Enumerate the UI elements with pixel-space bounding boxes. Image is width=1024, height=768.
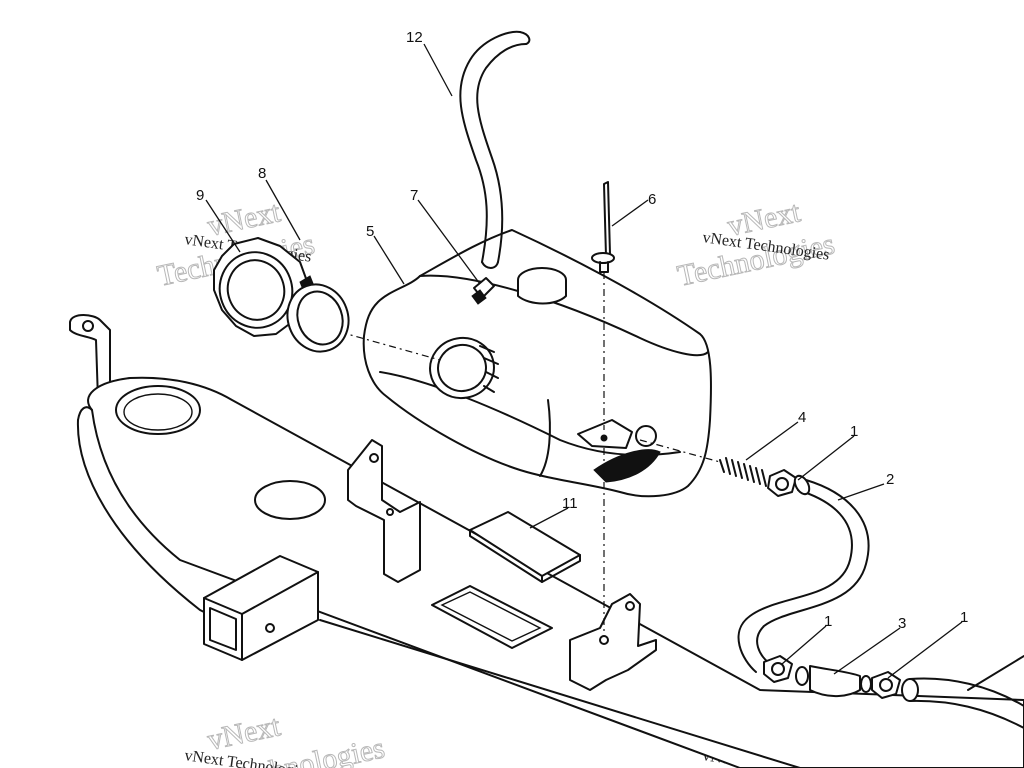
callout-6: 6	[648, 191, 656, 208]
vent-fitting	[471, 277, 495, 305]
fuel-cap	[213, 237, 315, 337]
cap-gasket	[286, 283, 350, 353]
centerline-cap	[339, 331, 441, 361]
callout-4: 4	[798, 409, 806, 426]
callout-12: 12	[406, 29, 423, 46]
centerline-outlet	[639, 439, 721, 463]
callout-7: 7	[410, 187, 418, 204]
callout-2: 2	[886, 471, 894, 488]
callout-11: 11	[562, 495, 578, 512]
fuel-tank	[362, 229, 712, 498]
callout-8: 8	[258, 165, 266, 182]
hose-clamp-upper	[767, 469, 797, 497]
fitting-spring	[719, 457, 767, 487]
fuel-gauge-rod	[591, 181, 615, 273]
svg-text:vNext: vNext	[205, 709, 284, 757]
outlet-hose	[901, 655, 1024, 729]
callout-3: 3	[898, 615, 906, 632]
fuel-hose	[737, 474, 870, 673]
callout-5: 5	[366, 223, 374, 240]
callout-1-middle: 1	[824, 613, 832, 630]
callout-9: 9	[196, 187, 204, 204]
mounting-pad	[469, 511, 581, 583]
leader-lines	[205, 43, 963, 679]
callout-labels: 12 9 8 5 7 6 4 1 2 11 1 3 1	[196, 29, 968, 632]
watermark-top-right: vNext Technologies vNext Technologies	[674, 195, 838, 294]
callout-1-lower: 1	[960, 609, 968, 626]
frame-chassis	[69, 314, 1024, 768]
callout-1-upper: 1	[850, 423, 858, 440]
hose-clamp-middle	[763, 655, 793, 683]
watermark-bottom-left: vNext Technologies vNext Technologies	[183, 709, 388, 768]
hose-clamp-lower	[871, 671, 901, 699]
breather-hose	[459, 30, 531, 269]
